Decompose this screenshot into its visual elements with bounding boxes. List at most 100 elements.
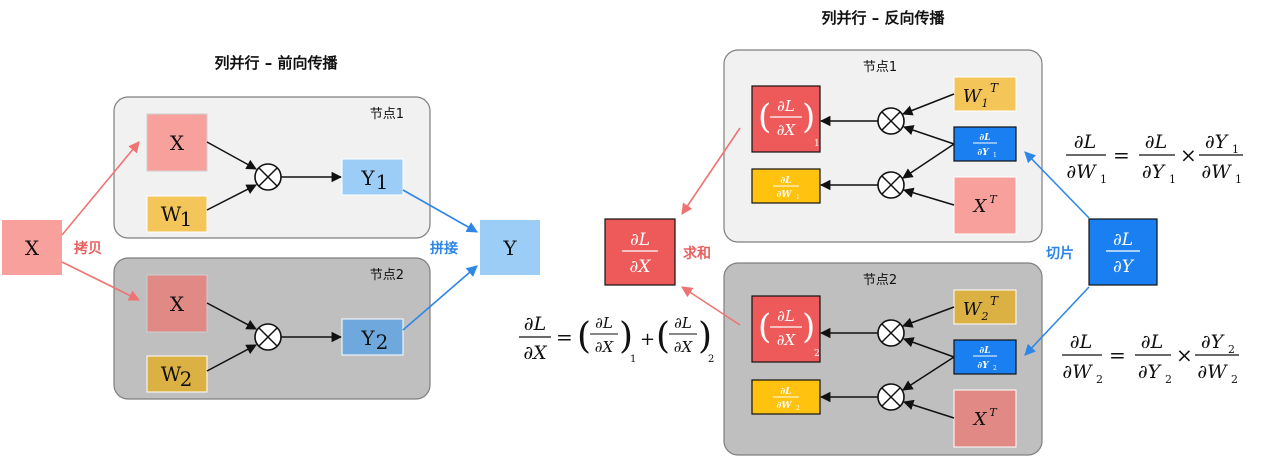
eq1-r1-sub: 1 (1169, 173, 1176, 186)
eq1-r2-num-sub: 1 (1232, 143, 1239, 156)
backward-node2-arrow-dy-bottom (902, 356, 955, 391)
sum-eq-t2-num: ∂L (674, 314, 692, 332)
backward-node2-mt-cross-b (881, 323, 901, 343)
backward-node2-arrow-dy-top (903, 337, 955, 358)
forward-node1-label: 节点1 (370, 107, 404, 122)
eq2-times: × (1176, 343, 1193, 367)
backward-node2-xt-t: T (989, 406, 998, 419)
backward-node2-dldx-den: ∂X (777, 331, 797, 349)
backward-node1-label: 节点1 (863, 60, 897, 75)
eq1-lhs-den: ∂W (1066, 161, 1097, 183)
eq1-times: × (1180, 143, 1197, 167)
backward-node2-dldx-rparen: ) (802, 307, 815, 347)
forward-node2-x-box (146, 274, 208, 333)
forward-node2-x-text: X (170, 292, 185, 316)
backward-node1-dldx-den: ∂X (777, 121, 797, 139)
forward-node2-y-text: Y (360, 326, 375, 350)
eq2-lhs-num: ∂L (1070, 331, 1092, 353)
eq2-r2-den-sub: 2 (1231, 373, 1238, 386)
sum-eq-t1-num: ∂L (595, 314, 613, 332)
sum-eq-lhs-num: ∂L (524, 313, 546, 335)
backward-node1-dldw-num: ∂L (780, 176, 791, 186)
concat-label: 拼接 (430, 240, 458, 257)
backward-node2-wt-box (953, 289, 1017, 325)
eq1-lhs-sub: 1 (1100, 173, 1107, 186)
backward-node2-dldy-den: ∂Y (977, 361, 990, 371)
forward-node2-w-box (146, 355, 208, 393)
forward-node1-w-box (146, 195, 208, 233)
backward-node1-mt-cross-b (881, 111, 901, 131)
sum-eq-equals: = (556, 325, 573, 349)
forward-node1-y-text: Y (360, 166, 375, 190)
backward-node2-dldx-lparen: ( (758, 307, 771, 347)
copy-arrow-down (61, 261, 141, 301)
backward-node1-xt-x: X (972, 196, 988, 217)
forward-node1-w-text: W (161, 202, 182, 226)
chain-rule-equation-1: ∂L ∂W 1 = ∂L ∂Y 1 × ∂Y 1 ∂W 1 (1066, 131, 1243, 186)
backward-node2-dldx-num: ∂L (777, 307, 795, 325)
slice-dldy-num: ∂L (1113, 230, 1133, 250)
backward-node1-dldx-lparen: ( (758, 97, 771, 137)
backward-node2-label: 节点2 (863, 273, 897, 288)
backward-node1-arrow-wt (902, 93, 955, 116)
eq2-r2-num: ∂Y (1201, 331, 1226, 353)
eq2-lhs-sub: 2 (1096, 373, 1103, 386)
backward-node1-xt-box (953, 176, 1017, 235)
forward-node2-arrow-x (206, 302, 257, 330)
backward-node1-dldx-box (751, 85, 821, 153)
forward-node2-label: 节点2 (370, 268, 404, 283)
sum-eq-t1-sub: 1 (630, 354, 636, 365)
backward-node2-dldy-num: ∂L (979, 346, 990, 356)
sum-eq-p1-r: ) (619, 316, 633, 357)
forward-node2-y-sub: 2 (376, 330, 389, 354)
forward-input-x-box (2, 220, 62, 275)
backward-node1-arrow-xt (902, 187, 955, 206)
sum-label: 求和 (683, 245, 711, 262)
copy-label: 拷贝 (74, 240, 102, 257)
backward-node1-xt-t: T (989, 193, 998, 206)
forward-node1-arrow-w (206, 184, 257, 211)
eq2-r2-den: ∂W (1197, 361, 1228, 383)
backward-node2-dldw-num: ∂L (780, 387, 791, 397)
backward-node1-dldw-den: ∂W (777, 190, 793, 200)
backward-node1-arrow-dy-top (903, 125, 955, 145)
slice-arrow-top (1024, 151, 1090, 219)
forward-node2-y-box (341, 318, 404, 356)
backward-node1-dldx-rparen: ) (802, 97, 815, 137)
backward-node2-wt-sub: 2 (981, 310, 989, 323)
backward-node2-mb-cross-b (881, 387, 901, 407)
chain-rule-equation-2: ∂L ∂W 2 = ∂L ∂Y 2 × ∂Y 2 ∂W 2 (1062, 331, 1239, 386)
backward-node1-wt-w: W (963, 86, 983, 107)
forward-node2-w-sub: 2 (180, 367, 193, 391)
backward-node2-dldw-den: ∂W (777, 401, 793, 411)
backward-node2-dldy-box (953, 339, 1017, 375)
backward-node2-arrow-xt (902, 399, 955, 419)
backward-title: 列并行 – 反向传播 (822, 9, 946, 27)
slice-label: 切片 (1046, 245, 1074, 262)
eq2-lhs-den: ∂W (1062, 361, 1093, 383)
backward-node2-xt-box (953, 389, 1017, 448)
sum-eq-p2-l: ( (656, 316, 670, 357)
sum-eq-t1-den: ∂X (595, 338, 615, 356)
backward-node1-dldy-den: ∂Y (977, 148, 990, 158)
sum-eq-lhs-den: ∂X (523, 342, 548, 364)
backward-node2-xt-x: X (972, 409, 988, 430)
backward-node1-dldy-num: ∂L (979, 133, 990, 143)
forward-node1-arrow-x (206, 141, 257, 170)
eq2-r1-den: ∂Y (1138, 361, 1163, 383)
eq2-r1-num: ∂L (1141, 331, 1163, 353)
forward-node1-multiply-cross-b (258, 167, 278, 187)
eq1-r1-num: ∂L (1145, 131, 1167, 153)
backward-node2-dldx-sub: 2 (814, 349, 820, 359)
backward-node2-wt-t: T (990, 294, 999, 308)
forward-output-y-box (480, 220, 540, 275)
backward-node1-wt-box (953, 76, 1017, 112)
backward-node2-dldy-sub: 2 (993, 365, 997, 372)
forward-node1-w-sub: 1 (180, 207, 193, 231)
backward-node1-wt-t: T (990, 81, 999, 95)
forward-input-x-text: X (25, 236, 40, 260)
concat-arrow-up (402, 189, 478, 233)
eq1-r2-den: ∂W (1201, 161, 1232, 183)
forward-node2-w-text: W (161, 362, 182, 386)
